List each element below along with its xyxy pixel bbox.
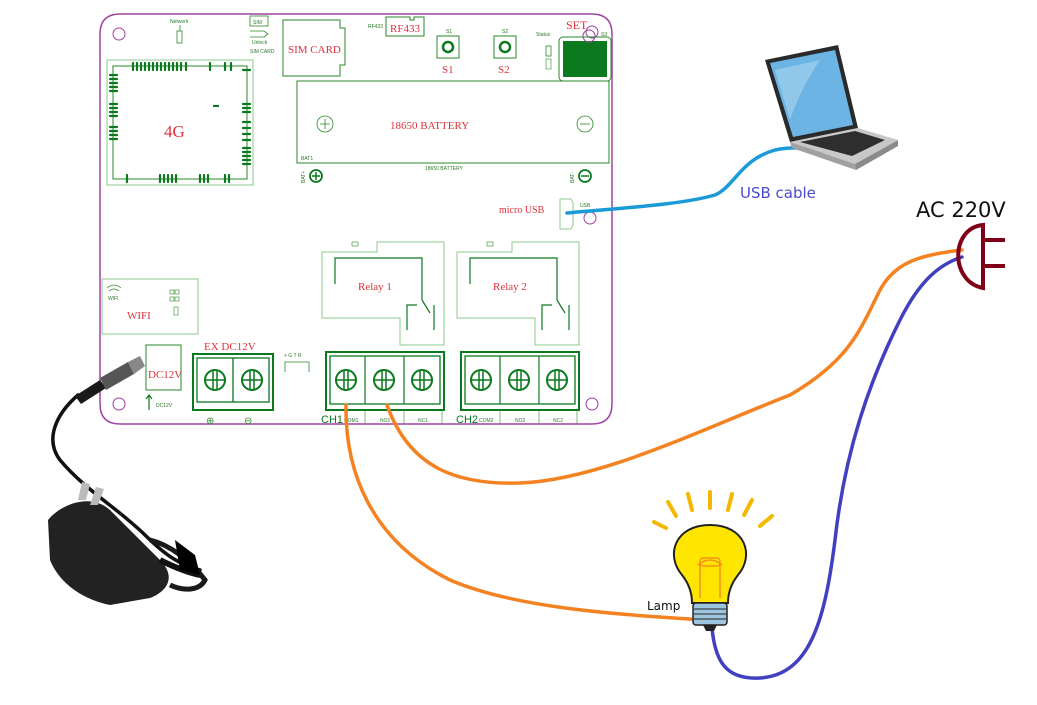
board-outline xyxy=(99,13,613,425)
usb-cable-label: USB cable xyxy=(740,184,816,202)
relay-terminal-block xyxy=(460,351,580,411)
ac-220v-label: AC 220V xyxy=(916,198,1006,222)
button-s1: S1 S1 xyxy=(436,29,460,76)
4g-label: 4G xyxy=(164,122,185,141)
svg-text:DC12V: DC12V xyxy=(156,403,173,409)
svg-text:S1: S1 xyxy=(446,29,452,35)
terminal-label: COM1 xyxy=(344,418,359,424)
svg-text:S3: S3 xyxy=(601,32,607,38)
lamp-icon xyxy=(652,490,774,631)
dc-barrel-plug xyxy=(75,356,145,404)
screw-terminal-minus xyxy=(241,369,263,391)
screw-terminal-com2 xyxy=(470,369,492,391)
status-led: Status xyxy=(536,32,552,70)
relay-label: Relay 1 xyxy=(358,281,392,293)
sim-card-label: SIM CARD xyxy=(288,44,341,56)
power-adapter xyxy=(48,482,208,605)
mounting-hole xyxy=(112,27,126,41)
rf433-small-label: RF433 xyxy=(368,24,383,30)
battery-small-label: 18650 BATTERY xyxy=(425,166,464,172)
screw-terminal-no1 xyxy=(373,369,395,391)
channel-label: CH1 xyxy=(321,414,343,426)
bat-minus-label: BAT- xyxy=(570,172,576,183)
ex-dc-plus-symbol: ⊕ xyxy=(206,416,214,427)
lamp-label: Lamp xyxy=(647,599,680,613)
4g-module-pins xyxy=(108,61,252,184)
sim-card-small-label: SIM CARD xyxy=(250,49,275,55)
terminal-label: COM2 xyxy=(479,418,494,424)
screw-terminal-nc2 xyxy=(546,369,568,391)
relay-label: Relay 2 xyxy=(493,281,527,293)
laptop-icon xyxy=(765,45,898,170)
live-wire-ac-to-no1 xyxy=(385,248,964,485)
terminal-label: NC2 xyxy=(553,418,563,424)
serial-header: + G T R xyxy=(284,353,310,372)
set-label: SET xyxy=(566,18,588,32)
ex-dc-minus-symbol: ⊖ xyxy=(244,416,252,427)
wifi-module: WIFI WIFI xyxy=(101,278,199,335)
micro-usb-label: micro USB xyxy=(499,205,545,216)
button-s2: S2 S2 xyxy=(493,29,517,76)
unlock-label: Unlock xyxy=(252,40,268,46)
s1-label: S1 xyxy=(442,64,454,76)
4g-module: 4G xyxy=(106,59,254,186)
terminal-label: NC1 xyxy=(418,418,428,424)
network-led: Network xyxy=(170,19,189,44)
live-wire-com1-to-lamp xyxy=(344,403,707,622)
dc-jack-label: DC12V xyxy=(148,369,182,381)
network-label: Network xyxy=(170,19,189,25)
dc-jack: DC12V DC12V xyxy=(145,344,182,410)
rf433-label: RF433 xyxy=(390,23,420,35)
mounting-hole xyxy=(585,25,599,39)
svg-text:S2: S2 xyxy=(502,29,508,35)
terminal-label: NO2 xyxy=(515,418,526,424)
sim-icon-label: SIM xyxy=(253,20,262,26)
sim-card-slot: SIM CARD xyxy=(282,19,346,77)
mounting-hole xyxy=(112,397,126,411)
svg-text:USB: USB xyxy=(580,203,591,209)
s2-label: S2 xyxy=(498,64,510,76)
wifi-label: WIFI xyxy=(127,310,151,322)
status-label: Status xyxy=(536,32,551,38)
controller-board: Network SIM Unlock SIM CARD SIM CARD RF4… xyxy=(99,13,613,427)
serial-header-label: + G T R xyxy=(284,353,302,359)
neutral-wire-lamp-to-ac xyxy=(710,255,964,680)
screw-terminal-plus xyxy=(204,369,226,391)
screw-terminal-com1 xyxy=(335,369,357,391)
sim-unlock-marker: SIM Unlock SIM CARD xyxy=(249,15,275,55)
set-button: SET S3 xyxy=(558,18,612,82)
battery-holder: 18650 BATTERY BAT1 18650 BATTERY BAT+ BA… xyxy=(296,80,610,183)
ac-plug-icon xyxy=(956,222,1005,291)
mounting-hole xyxy=(585,397,599,411)
ex-dc12v-terminal: EX DC12V ⊕ ⊖ xyxy=(192,341,274,427)
relay-terminal-block xyxy=(325,351,445,411)
screw-terminal-nc1 xyxy=(411,369,433,391)
terminal-label: NO1 xyxy=(380,418,391,424)
svg-text:WIFI: WIFI xyxy=(108,296,119,302)
screw-terminal-no2 xyxy=(508,369,530,391)
bat-plus-label: BAT+ xyxy=(301,171,307,183)
channel-label: CH2 xyxy=(456,414,478,426)
svg-text:BAT1: BAT1 xyxy=(301,156,313,162)
rf433-module: RF433 RF433 xyxy=(368,16,425,37)
battery-label: 18650 BATTERY xyxy=(390,120,469,132)
ex-dc12v-label: EX DC12V xyxy=(204,341,256,353)
